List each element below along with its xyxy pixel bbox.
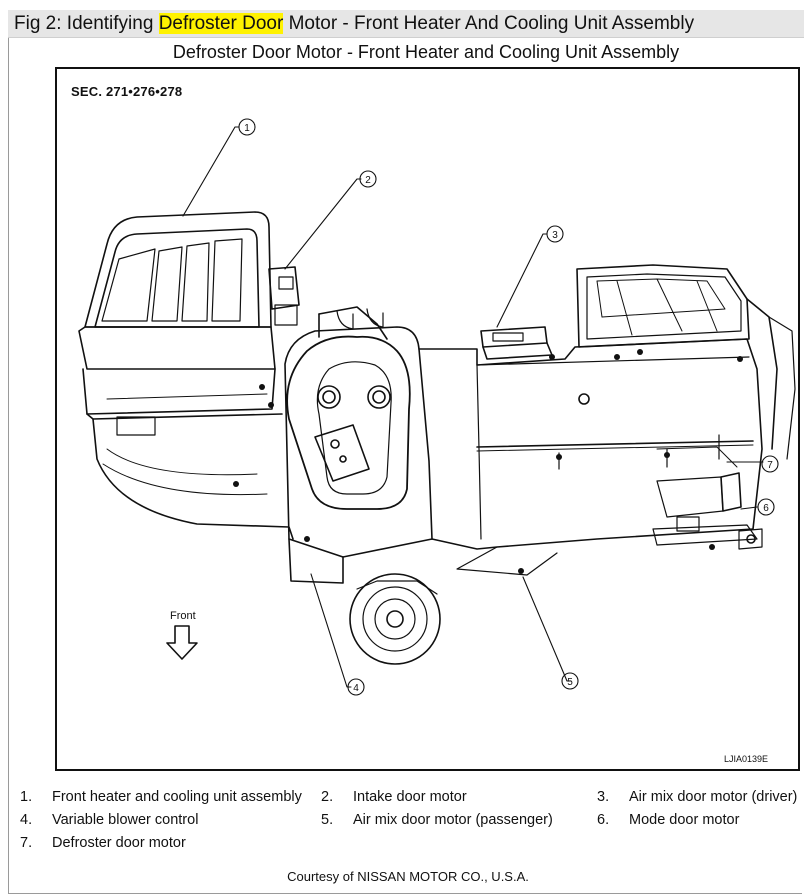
heater-core-plate	[284, 306, 433, 558]
search-highlight: Defroster Door	[158, 13, 284, 34]
main-housing	[418, 338, 763, 550]
diagram-title: Defroster Door Motor - Front Heater and …	[172, 42, 680, 62]
mode-door-motor	[656, 472, 742, 532]
callout-2-circle	[359, 170, 377, 188]
callout-1-label: 1	[244, 123, 250, 134]
callout-5-circle	[561, 672, 579, 690]
air-mix-motor-driver	[480, 326, 553, 360]
defroster-duct	[576, 264, 796, 460]
callout-3-label: 3	[552, 230, 558, 241]
callout-4-label: 4	[353, 683, 359, 694]
callout-1-circle	[238, 118, 256, 136]
callout-7-label: 7	[767, 460, 773, 471]
callout-6-circle	[757, 498, 775, 516]
callout-3-circle	[546, 225, 564, 243]
blower-housing	[92, 416, 294, 540]
callout-2-label: 2	[365, 175, 371, 186]
blower-motor	[288, 538, 441, 665]
header-suffix: Motor - Front Heater And Cooling Unit As…	[283, 13, 695, 34]
front-arrow-icon	[166, 625, 198, 660]
section-reference: SEC. 271•276•278	[71, 84, 183, 99]
figure-header: Fig 2: Identifying Defroster Door Motor …	[8, 10, 804, 38]
diagram-panel: 1 2 3 4 5 6 7 SEC. 271•276•278 Front LJI…	[55, 67, 800, 771]
callout-markers	[238, 118, 779, 696]
assembly-illustration: 1 2 3 4 5 6 7	[78, 118, 796, 696]
screw-points	[233, 349, 743, 574]
callout-7-circle	[761, 455, 779, 473]
front-label: Front	[170, 610, 196, 622]
header-prefix: Fig 2: Identifying	[14, 13, 159, 34]
intake-door-motor	[268, 266, 300, 326]
intake-box	[78, 211, 283, 420]
image-code: LJIA0139E	[723, 754, 768, 764]
callout-4-circle	[347, 678, 365, 696]
callout-6-label: 6	[763, 503, 769, 514]
image-credit: Courtesy of NISSAN MOTOR CO., U.S.A.	[287, 869, 529, 884]
callout-5-label: 5	[567, 677, 573, 688]
lower-bracket	[456, 524, 763, 576]
